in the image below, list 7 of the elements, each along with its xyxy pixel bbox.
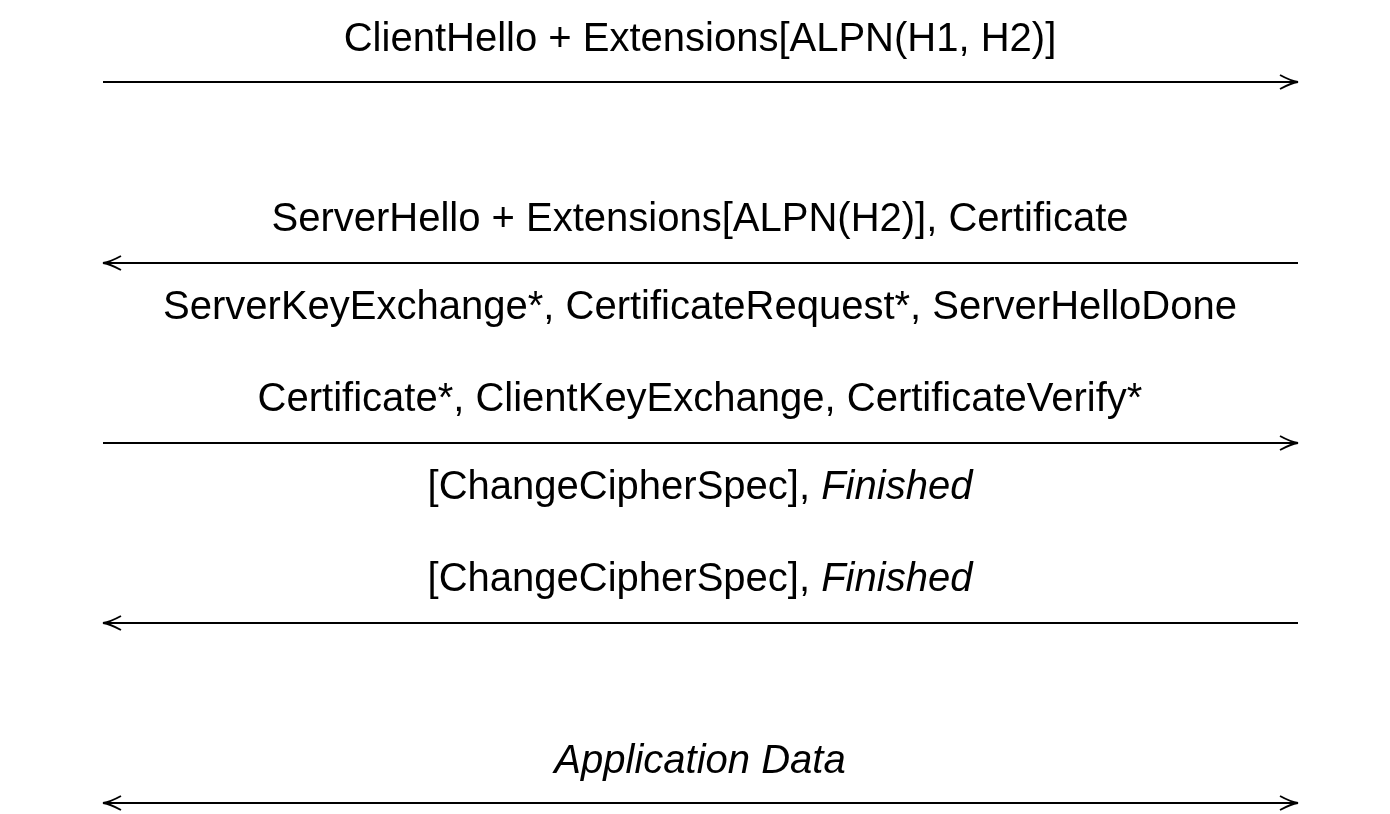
message-label: Certificate*, ClientKeyExchange, CertificateVerify* — [257, 374, 1143, 420]
message-label: ServerKeyExchange*, CertificateRequest*, ServerHelloDone — [163, 282, 1237, 328]
message-label: ServerHello + Extensions[ALPN(H2)], Certificate — [271, 194, 1129, 240]
message-label: [ChangeCipherSpec], Finished — [427, 554, 973, 600]
message-label: [ChangeCipherSpec], Finished — [427, 462, 973, 508]
message-label: Application Data — [554, 736, 846, 782]
message-label: ClientHello + Extensions[ALPN(H1, H2)] — [343, 14, 1057, 60]
